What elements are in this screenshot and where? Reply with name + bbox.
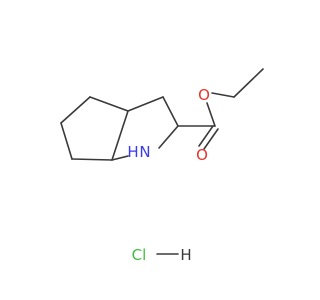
molecule-structure: O O N H Cl H <box>60 68 264 264</box>
amine-hydrogen-label: H <box>127 143 138 161</box>
carbonyl-oxygen-label: O <box>196 146 208 164</box>
bond-carbonyl-c-o <box>206 102 216 127</box>
ring-nitrogen-label: N <box>139 143 150 161</box>
bond-c7-n <box>158 125 179 149</box>
bond-carbonyl-double-b <box>203 128 219 150</box>
bond-c1-c5 <box>60 96 91 124</box>
bond-c4-c3 <box>71 158 113 161</box>
bond-c3-c2 <box>111 110 129 161</box>
bond-c3-n <box>111 155 129 161</box>
bond-c5-c4 <box>60 122 73 160</box>
bond-c2-c6 <box>127 96 164 112</box>
bond-o-ch2 <box>211 92 235 98</box>
ether-oxygen-label: O <box>198 86 210 104</box>
salt-hydrogen-label: H <box>180 246 191 264</box>
bond-c6-c7 <box>162 96 179 127</box>
bond-ch2-ch3 <box>233 68 264 98</box>
bond-c1-c2 <box>89 96 129 112</box>
bonds <box>60 68 264 255</box>
bond-carbonyl-double-a <box>198 125 214 147</box>
chlorine-label: Cl <box>132 246 147 264</box>
atom-labels: O O N H Cl H <box>127 86 210 264</box>
